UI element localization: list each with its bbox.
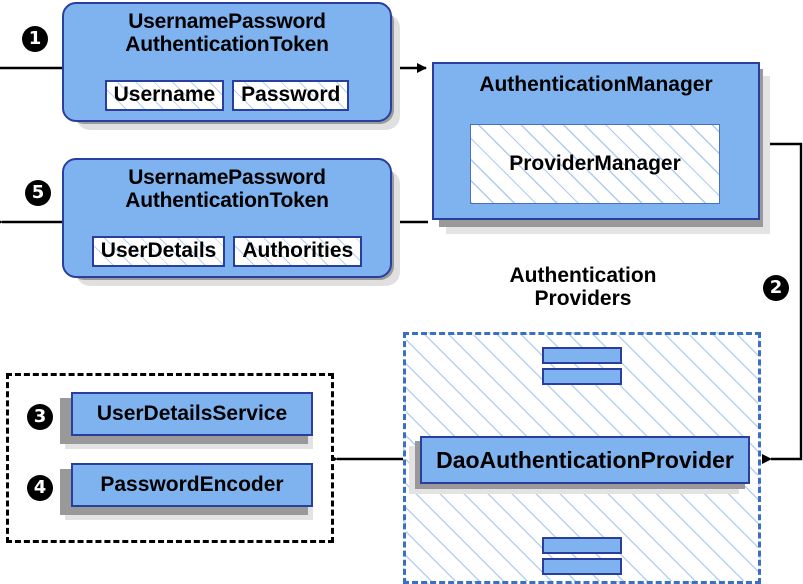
provider-bar-bottom-1[interactable] xyxy=(542,537,622,554)
authentication-providers-label: Authentication Providers xyxy=(443,264,723,310)
dao-authentication-provider-node[interactable]: DaoAuthenticationProvider xyxy=(420,436,750,484)
request-token-node[interactable]: UsernamePassword AuthenticationToken Use… xyxy=(62,2,392,122)
authentication-manager-title: AuthenticationManager xyxy=(479,73,713,96)
step-badge-5: 5 xyxy=(25,180,51,206)
request-token-attr-username[interactable]: Username xyxy=(104,80,225,112)
step-badge-1: 1 xyxy=(22,26,48,52)
request-token-title-line2: AuthenticationToken xyxy=(125,32,329,56)
dao-authentication-provider-label: DaoAuthenticationProvider xyxy=(436,446,734,473)
response-token-node[interactable]: UsernamePassword AuthenticationToken Use… xyxy=(62,158,392,278)
password-encoder-label: PasswordEncoder xyxy=(100,472,284,496)
provider-bar-bottom-2[interactable] xyxy=(542,558,622,575)
user-details-service-node[interactable]: UserDetailsService xyxy=(71,392,313,436)
provider-bar-top-2[interactable] xyxy=(542,368,622,385)
user-details-service-label: UserDetailsService xyxy=(96,401,288,425)
step-badge-2: 2 xyxy=(763,275,789,301)
provider-manager-inner-node[interactable]: ProviderManager xyxy=(470,124,720,204)
password-encoder-node[interactable]: PasswordEncoder xyxy=(71,463,313,507)
line-manager-to-provider xyxy=(760,142,803,464)
step-badge-3: 3 xyxy=(27,404,53,430)
response-token-attr-userdetails[interactable]: UserDetails xyxy=(91,236,226,268)
authentication-providers-label-line1: Authentication xyxy=(509,264,657,287)
request-token-title-line1: UsernamePassword xyxy=(128,10,326,33)
response-token-title-line2: AuthenticationToken xyxy=(125,188,329,212)
request-token-attr-password[interactable]: Password xyxy=(232,80,350,112)
step-badge-4: 4 xyxy=(27,475,53,501)
response-token-title-line1: UsernamePassword xyxy=(128,166,326,189)
provider-bar-top-1[interactable] xyxy=(542,347,622,364)
authentication-providers-label-line2: Providers xyxy=(534,287,632,311)
response-token-attr-authorities[interactable]: Authorities xyxy=(233,236,363,268)
provider-manager-label: ProviderManager xyxy=(509,152,681,175)
